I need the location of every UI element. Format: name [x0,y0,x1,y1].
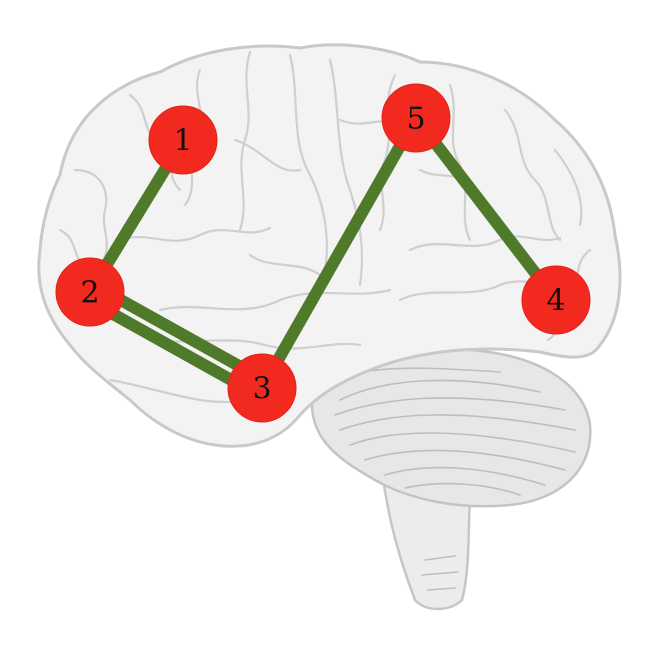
node-5: 5 [381,83,451,153]
node-circle-2 [55,257,125,327]
node-label-4: 4 [546,284,565,319]
node-4: 4 [521,265,591,335]
node-label-5: 5 [406,102,425,137]
cerebellum [310,347,592,508]
node-circle-4 [521,265,591,335]
edge-5-4 [411,114,561,304]
network-nodes: 1 2 3 4 5 [55,83,591,423]
node-label-3: 3 [252,372,271,407]
node-circle-1 [148,105,218,175]
node-circle-5 [381,83,451,153]
node-circle-3 [227,353,297,423]
node-label-2: 2 [80,276,99,311]
node-2: 2 [55,257,125,327]
node-label-1: 1 [173,124,192,159]
edge-3-5 [256,115,422,391]
node-3: 3 [227,353,297,423]
node-1: 1 [148,105,218,175]
